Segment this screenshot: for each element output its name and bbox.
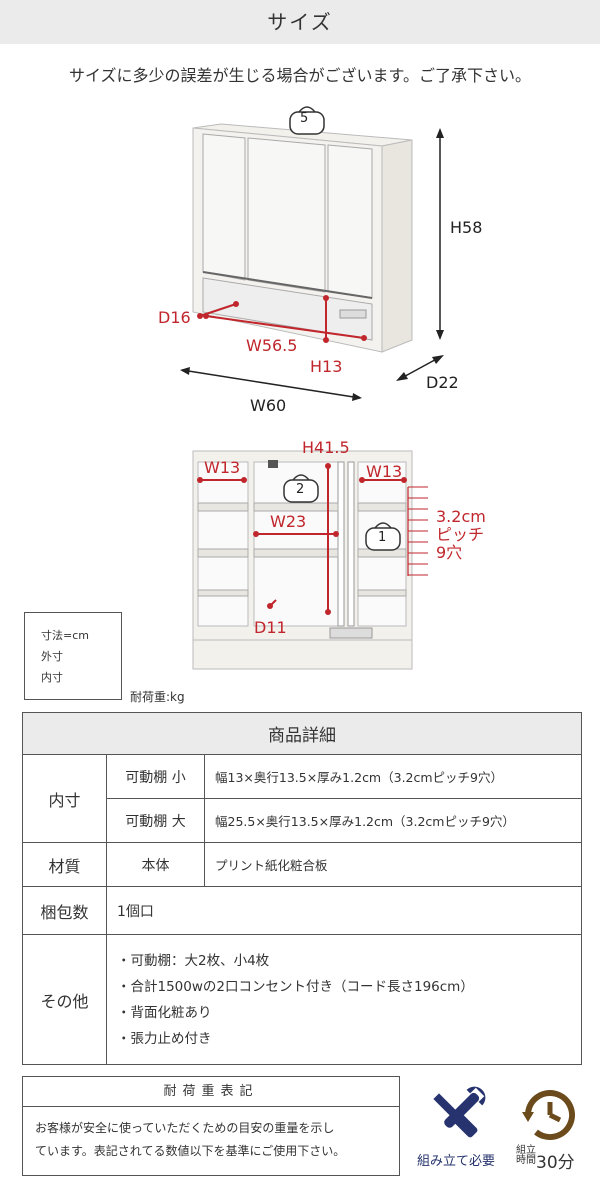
pitch-label-1: 3.2cm	[436, 507, 486, 526]
assembly-icon	[406, 1084, 506, 1152]
spec-other: その他	[22, 934, 107, 1065]
spec-inner-dim: 内寸	[22, 754, 107, 843]
time-label-b: 時間	[516, 1155, 536, 1166]
load-notice-line: ています。表記されてる数値以下を基準にご使用下さい。	[35, 1144, 346, 1158]
pitch-label-3: 9穴	[436, 543, 463, 562]
legend-unit: 寸法=cm	[41, 629, 89, 642]
depth-inner-top-label: D16	[158, 308, 191, 327]
spec-table: 商品詳細 内寸 可動棚 小 幅13×奥行13.5×厚み1.2cm（3.2cmピッ…	[22, 712, 582, 1065]
height-inner-top-label: H13	[310, 357, 343, 376]
weight-top-label: 5	[300, 111, 309, 126]
width-left-label: W13	[204, 458, 241, 477]
depth-outer-arrow	[396, 355, 444, 381]
assembly-label: 組み立て必要	[416, 1154, 495, 1169]
time-label-a: 組立	[516, 1145, 536, 1156]
load-notice-box: 耐荷重表記 お客様が安全に使っていただくための目安の重量を示し ています。表記さ…	[22, 1076, 400, 1176]
load-unit-note: 耐荷重:kg	[130, 690, 185, 704]
spec-shelf-small: 可動棚 小	[106, 754, 205, 799]
weight-bag-icon	[289, 106, 325, 135]
depth-outer-label: D22	[426, 373, 459, 392]
width-outer-arrow	[180, 367, 362, 401]
spec-other-item: ・合計1500wの2口コンセント付き（コード長さ196cm）	[117, 978, 474, 995]
load-notice-title: 耐荷重表記	[23, 1077, 399, 1107]
weight-bag-icon-right	[365, 522, 401, 551]
weight-right-label: 1	[378, 530, 387, 545]
width-inner-top-label: W56.5	[246, 336, 298, 355]
width-outer-label: W60	[250, 396, 287, 415]
height-outer-arrow	[436, 128, 444, 340]
spec-shelf-large: 可動棚 大	[106, 798, 205, 843]
section-title: サイズ	[267, 10, 333, 34]
spec-material: 材質	[22, 842, 107, 887]
spec-other-list: ・可動棚：大2枚、小4枚 ・合計1500wの2口コンセント付き（コード長さ196…	[106, 934, 582, 1065]
spec-shelf-small-value: 幅13×奥行13.5×厚み1.2cm（3.2cmピッチ9穴）	[204, 754, 582, 799]
legend-outer: 外寸	[41, 650, 63, 663]
weight-center-label: 2	[296, 482, 305, 497]
dimension-legend: 寸法=cm 外寸 内寸	[24, 612, 122, 700]
spec-other-item: ・張力止め付き	[117, 1030, 212, 1047]
spec-other-item: ・背面化粧あり	[117, 1004, 212, 1021]
spec-other-item: ・可動棚：大2枚、小4枚	[117, 952, 270, 969]
clock-icon	[512, 1084, 584, 1150]
width-right-label: W13	[366, 462, 403, 481]
spec-title: 商品詳細	[22, 712, 582, 755]
inner-dims-front	[197, 463, 428, 615]
time-minutes: 30分	[536, 1153, 575, 1173]
spec-package: 梱包数	[22, 886, 107, 935]
load-notice-line: お客様が安全に使っていただくための目安の重量を示し	[35, 1121, 335, 1135]
time-label: 組立 時間	[516, 1146, 536, 1166]
height-outer-label: H58	[450, 218, 483, 237]
depth-inner-front-label: D11	[254, 618, 287, 637]
weight-bag-icon-center	[283, 474, 319, 503]
inner-dims-top	[197, 295, 367, 343]
height-inner-front-label: H41.5	[302, 438, 350, 457]
pitch-label-2: ピッチ	[436, 525, 485, 544]
spec-shelf-large-value: 幅25.5×奥行13.5×厚み1.2cm（3.2cmピッチ9穴）	[204, 798, 582, 843]
spec-package-value: 1個口	[106, 886, 582, 935]
legend-inner: 内寸	[41, 671, 63, 684]
tolerance-note: サイズに多少の誤差が生じる場合がございます。ご了承下さい。	[69, 66, 531, 85]
cabinet-perspective	[192, 123, 413, 353]
section-header: サイズ	[0, 0, 600, 44]
width-center-label: W23	[270, 512, 307, 531]
spec-body: 本体	[106, 842, 205, 887]
spec-body-value: プリント紙化粧合板	[204, 842, 582, 887]
